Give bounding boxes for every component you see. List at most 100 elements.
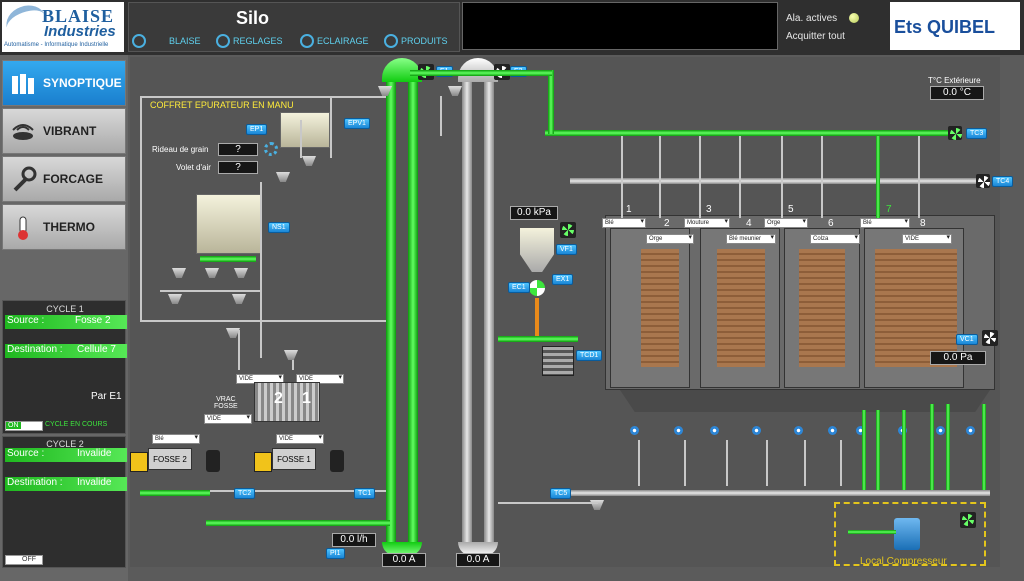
cell-3-product-dropdown[interactable]: Mouture <box>684 218 730 228</box>
tag-tcd1[interactable]: TCD1 <box>576 350 603 361</box>
valve-icon[interactable] <box>674 426 683 435</box>
fosse1-label: FOSSE 1 <box>272 448 316 470</box>
cell-6-product-dropdown[interactable]: Colza <box>810 234 860 244</box>
tag-tc1[interactable]: TC1 <box>354 488 376 499</box>
tag-ep1[interactable]: EP1 <box>246 124 268 135</box>
traffic-light-fosse2-icon <box>206 450 220 472</box>
vrac-dropdown-2[interactable]: VIDE <box>296 374 344 384</box>
cell-1-2 <box>610 228 690 388</box>
extraction-line <box>638 440 640 486</box>
nav-label: THERMO <box>43 220 95 234</box>
nav-forcage-button[interactable]: FORCAGE <box>2 156 126 202</box>
alarm-panel <box>780 2 888 50</box>
cell-number: 7 <box>886 204 892 215</box>
cell-1-product-dropdown[interactable]: Blé <box>602 218 646 228</box>
extraction-active <box>946 404 950 492</box>
epurateur-machine <box>280 112 330 148</box>
cycle2-switch[interactable]: OFF <box>5 555 43 565</box>
cycle1-switch[interactable]: ON <box>5 421 43 431</box>
cycle2-dest-row: Destination :Invalide <box>5 477 127 491</box>
pressure-kpa-display: 0.0 kPa <box>510 206 558 220</box>
tag-ec1[interactable]: EC1 <box>508 282 530 293</box>
tab-reglages[interactable]: REGLAGES <box>216 34 283 48</box>
tag-tc3[interactable]: TC3 <box>966 128 988 139</box>
elevator-e1-up <box>386 80 396 550</box>
extraction-active <box>902 410 906 492</box>
tag-epv1[interactable]: EPV1 <box>344 118 370 129</box>
nav-vibrant-button[interactable]: VIBRANT <box>2 108 126 154</box>
tab-produits[interactable]: PRODUITS <box>384 34 448 48</box>
spout <box>659 136 661 218</box>
pressure-pa-display: 0.0 Pa <box>930 351 986 365</box>
tag-tc4[interactable]: TC4 <box>992 176 1014 187</box>
cell-5-product-dropdown[interactable]: Orge <box>764 218 808 228</box>
cell-grain <box>641 249 679 367</box>
cell-5-6 <box>784 228 860 388</box>
vrac-bins <box>254 382 320 422</box>
client-logo <box>890 2 1020 50</box>
valve-icon[interactable] <box>856 426 865 435</box>
cycle1-title: CYCLE 1 <box>46 304 84 314</box>
hopper <box>378 86 392 96</box>
fosse1-dropdown[interactable]: VIDE <box>276 434 324 444</box>
valve-icon[interactable] <box>630 426 639 435</box>
product-icon <box>384 34 398 48</box>
acknowledge-all-button[interactable]: Acquitter tout <box>786 31 845 42</box>
tab-eclairage[interactable]: ECLAIRAGE <box>300 34 369 48</box>
cycle2-panel: CYCLE 2 Source :Invalide Destination :In… <box>2 436 127 568</box>
extraction-active <box>930 404 934 492</box>
nav-synoptique-button[interactable]: SYNOPTIQUE <box>2 60 126 106</box>
tag-vc1[interactable]: VC1 <box>956 334 978 345</box>
tab-blaise[interactable]: BLAISE <box>132 34 201 48</box>
hopper <box>226 328 240 338</box>
tag-ex1[interactable]: EX1 <box>552 274 574 285</box>
alarm-active-label[interactable]: Ala. actives <box>786 13 838 24</box>
motor-tc3-icon <box>948 126 962 140</box>
vrac-dropdown-3[interactable]: VIDE <box>204 414 252 424</box>
conveyor-head-active <box>410 70 552 76</box>
tab-label: PRODUITS <box>401 36 448 46</box>
hopper <box>232 294 246 304</box>
nav-label: VIBRANT <box>43 124 97 138</box>
tag-tc2[interactable]: TC2 <box>234 488 256 499</box>
valve-icon[interactable] <box>710 426 719 435</box>
tag-tc5[interactable]: TC5 <box>550 488 572 499</box>
traffic-light-fosse1-icon <box>330 450 344 472</box>
hopper <box>448 86 462 96</box>
silo-icon <box>12 74 34 94</box>
fosse2-label: FOSSE 2 <box>148 448 192 470</box>
tag-pi1[interactable]: PI1 <box>326 548 345 559</box>
hopper <box>302 156 316 166</box>
hopper <box>276 172 290 182</box>
nettoyeur-feed <box>200 256 256 262</box>
extraction-line <box>804 440 806 486</box>
cycle2-source-row: Source :Invalide <box>5 448 127 462</box>
settings-gear-icon[interactable] <box>264 142 278 156</box>
cycle2-source-value: Invalide <box>77 448 112 459</box>
cell-7-product-dropdown[interactable]: Blé <box>860 218 910 228</box>
valve-icon[interactable] <box>752 426 761 435</box>
extraction-line <box>726 440 728 486</box>
conveyor-riser-active <box>548 70 554 134</box>
valve-icon[interactable] <box>828 426 837 435</box>
wrench-icon <box>13 166 37 192</box>
spout <box>781 136 783 218</box>
cycle1-dest-row: Destination :Cellule 7 <box>5 344 127 358</box>
valve-icon[interactable] <box>936 426 945 435</box>
valve-icon[interactable] <box>966 426 975 435</box>
tag-vf1[interactable]: VF1 <box>556 244 577 255</box>
cycle2-title: CYCLE 2 <box>46 439 84 449</box>
rotary-valve-ec1-icon[interactable] <box>529 280 545 296</box>
cell-8-product-dropdown[interactable]: VIDE <box>902 234 952 244</box>
valve-icon[interactable] <box>794 426 803 435</box>
pipe-line <box>140 320 386 322</box>
cell-4-product-dropdown[interactable]: Blé meunier <box>726 234 776 244</box>
nav-thermo-button[interactable]: THERMO <box>2 204 126 250</box>
cycle2-dest-value: Invalide <box>77 477 112 488</box>
rideau-label: Rideau de grain <box>152 145 209 154</box>
cell-2-product-dropdown[interactable]: Orge <box>646 234 694 244</box>
fosse2-dropdown[interactable]: Blé <box>152 434 200 444</box>
cell-number: 3 <box>706 204 712 215</box>
tag-ns1[interactable]: NS1 <box>268 222 290 233</box>
pipe-line <box>160 290 260 292</box>
